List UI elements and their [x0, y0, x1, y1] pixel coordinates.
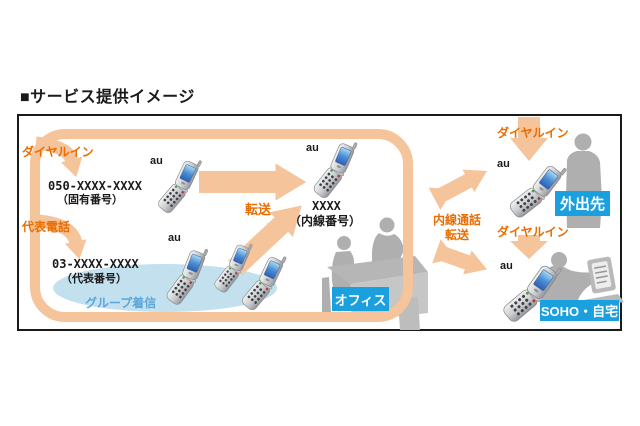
extension-caption: （内線番号）	[289, 214, 362, 228]
carrier-logo-au: au	[150, 155, 163, 167]
extension-number: XXXX	[312, 199, 341, 213]
out-of-office-badge: 外出先	[555, 191, 610, 216]
unique-number-caption: （固有番号）	[57, 194, 123, 206]
group-incoming-label: グループ着信	[85, 296, 157, 310]
soho-home-badge: SOHO・自宅	[540, 300, 619, 321]
transfer-label: 転送	[245, 202, 272, 217]
rep-number: 03-XXXX-XXXX	[52, 257, 139, 271]
carrier-logo-au: au	[306, 142, 319, 154]
dial-in-label-bottom-right: ダイヤルイン	[497, 225, 569, 239]
link-arrow-top	[428, 169, 487, 211]
unique-number: 050-XXXX-XXXX	[48, 179, 142, 193]
rep-number-caption: （代表番号）	[61, 273, 127, 285]
carrier-logo-au: au	[497, 158, 510, 170]
dial-in-down-arrow-bottom	[510, 235, 548, 259]
page-title: ■サービス提供イメージ	[20, 89, 195, 106]
dial-in-label-left: ダイヤルイン	[22, 145, 94, 159]
dial-in-down-arrow-top	[510, 117, 548, 161]
carrier-logo-au: au	[168, 232, 181, 244]
dial-in-curved-arrow	[35, 136, 83, 178]
office-silhouette	[322, 217, 428, 330]
rep-phone-curved-arrow	[37, 214, 87, 260]
link-transfer-label: 転送	[445, 228, 470, 242]
monitor-icon	[587, 256, 616, 294]
office-badge: オフィス	[332, 287, 389, 311]
rep-phone-label: 代表電話	[22, 220, 71, 234]
dial-in-label-top-right: ダイヤルイン	[497, 126, 569, 140]
link-arrow-bottom	[432, 239, 488, 275]
service-area-border	[30, 129, 413, 322]
carrier-logo-au: au	[500, 260, 513, 272]
extension-call-label: 内線通話	[433, 213, 482, 227]
